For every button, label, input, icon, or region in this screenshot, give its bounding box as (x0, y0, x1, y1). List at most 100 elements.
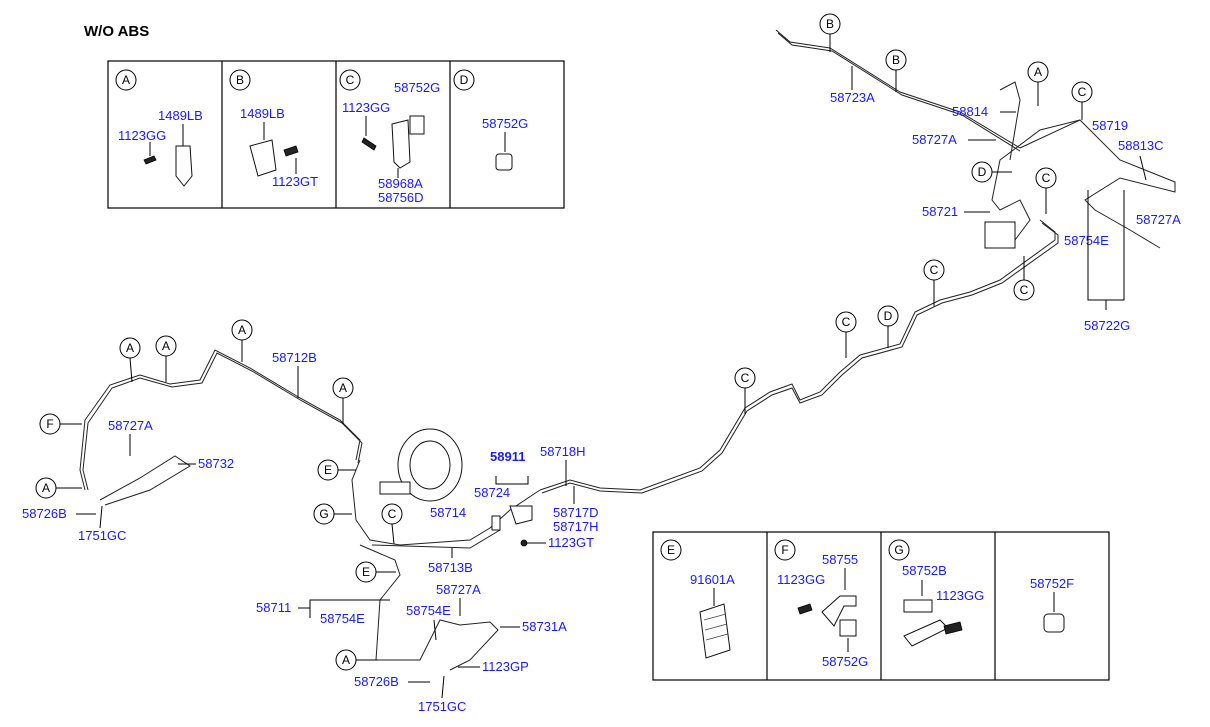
callout-f-left: F (39, 413, 82, 435)
label-58754E-bottom2: 58754E (406, 603, 451, 618)
detail-cell-e: E 91601A (660, 539, 735, 659)
svg-text:A: A (1034, 65, 1042, 79)
label-58723A: 58723A (830, 90, 875, 105)
callout-c-mid-2: C (835, 311, 857, 358)
svg-text:C: C (842, 315, 851, 329)
svg-text:A: A (339, 381, 347, 395)
part-1123GG-g: 1123GG (936, 588, 984, 603)
part-labels: 58723A 58814 58727A 58719 58813C 58721 5… (22, 66, 1181, 714)
svg-text:A: A (126, 341, 134, 355)
detail-cell-a: A 1489LB 1123GG (115, 69, 203, 187)
clip-58752G-d-icon (495, 153, 513, 171)
svg-text:B: B (892, 53, 900, 67)
bolt-1123GG-f-icon (797, 603, 813, 615)
detail-cell-f: F 58755 1123GG 58752G (774, 539, 868, 669)
detail-key-g: G (894, 543, 903, 557)
part-1489LB-b: 1489LB (240, 106, 285, 121)
label-58727A-top: 58727A (912, 132, 957, 147)
bolt-1123GG-icon (143, 155, 157, 165)
callout-b-1: B (819, 13, 841, 52)
detail-cell-d: D 58752G (453, 69, 528, 171)
clip-58968A-icon (391, 119, 411, 169)
label-58718H: 58718H (540, 444, 586, 459)
svg-text:C: C (1078, 85, 1087, 99)
svg-text:A: A (238, 323, 246, 337)
label-58724: 58724 (474, 485, 510, 500)
clip-58752G-f-icon (839, 619, 857, 637)
clip-58752F-icon (1043, 613, 1065, 633)
clip-91601A-icon (699, 603, 731, 659)
bottom-detail-table: E 91601A F 58755 1123GG 58752G G 58752B (652, 531, 1110, 681)
callout-c-right-1: C (1035, 167, 1057, 214)
bracket-58717-icon (509, 505, 533, 525)
detail-cell-b: B 1489LB 1123GT (229, 69, 318, 189)
callout-a-top-right: A (1027, 61, 1049, 106)
label-58719: 58719 (1092, 118, 1128, 133)
bolt-1123GG-c-icon (361, 137, 377, 151)
callout-c-top-right: C (1071, 81, 1093, 120)
bracket-g-icon (903, 619, 949, 647)
svg-text:C: C (1020, 283, 1029, 297)
label-58711: 58711 (256, 600, 291, 615)
bolt-1123GT-icon (283, 145, 299, 157)
label-1123GP: 1123GP (482, 659, 529, 674)
part-1489LB-a: 1489LB (158, 108, 203, 123)
svg-text:A: A (342, 653, 350, 667)
detail-key-e: E (667, 543, 675, 557)
detail-key-b: B (236, 73, 244, 87)
part-58752B: 58752B (902, 563, 947, 578)
callout-a-left-4: A (332, 377, 354, 424)
label-58754E-bottom1: 58754E (320, 611, 365, 626)
label-58813C: 58813C (1118, 138, 1164, 153)
label-58712B: 58712B (272, 350, 317, 365)
callouts: B B A C D C C C D C C A A A A F A E G C … (35, 13, 1093, 671)
part-58752F: 58752F (1030, 576, 1074, 591)
detail-cell-58752F: 58752F (1030, 576, 1074, 633)
label-58717D: 58717D (553, 505, 599, 520)
detail-key-a: A (122, 73, 130, 87)
svg-text:C: C (741, 371, 750, 385)
callout-d-mid: D (877, 305, 899, 348)
label-58732: 58732 (198, 456, 234, 471)
svg-text:E: E (324, 463, 332, 477)
callout-c-mid-3: C (734, 367, 756, 414)
callout-c-right-2: C (1013, 256, 1035, 301)
bolt-1123GG-g-icon (943, 621, 963, 635)
detail-cell-c: C 58752G 1123GG 58968A 58756D (339, 69, 440, 205)
part-1123GG-a: 1123GG (118, 128, 166, 143)
svg-text:E: E (362, 565, 370, 579)
label-58726B-left: 58726B (22, 506, 67, 521)
callout-a-left-2: A (155, 335, 177, 382)
label-58726B-bottom: 58726B (354, 674, 399, 689)
label-58717H: 58717H (553, 519, 599, 534)
svg-text:C: C (388, 507, 397, 521)
fitting-58724-icon (491, 515, 501, 531)
callout-c-mid-1: C (923, 259, 945, 306)
callout-c-mid-4: C (381, 503, 403, 545)
callout-a-left-1: A (119, 337, 141, 383)
label-58731A: 58731A (522, 619, 567, 634)
master-cylinder-icon (379, 481, 411, 495)
part-1123GT-b: 1123GT (272, 174, 318, 189)
clip-58755-icon (821, 595, 857, 627)
label-1751GC-bottom: 1751GC (418, 699, 466, 714)
label-58727A-left: 58727A (108, 418, 153, 433)
top-detail-table: A 1489LB 1123GG B 1489LB 1123GT C 58752G… (107, 60, 565, 209)
label-58714: 58714 (430, 505, 466, 520)
detail-cell-g: G 58752B 1123GG (888, 539, 984, 647)
callout-d-top-right: D (971, 161, 1012, 183)
svg-text:D: D (884, 309, 893, 323)
label-58727A-right: 58727A (1136, 212, 1181, 227)
svg-text:A: A (162, 339, 170, 353)
svg-text:D: D (978, 165, 987, 179)
part-1123GG-f: 1123GG (777, 572, 825, 587)
label-58721: 58721 (922, 204, 958, 219)
callout-a-left-5: A (35, 477, 82, 499)
brake-tubes (79, 29, 1176, 671)
callout-e-mid-2: E (355, 561, 396, 583)
part-58752G-c: 58752G (394, 80, 440, 95)
callout-a-bottom: A (335, 649, 378, 671)
part-91601A: 91601A (690, 572, 735, 587)
svg-text:G: G (319, 507, 328, 521)
